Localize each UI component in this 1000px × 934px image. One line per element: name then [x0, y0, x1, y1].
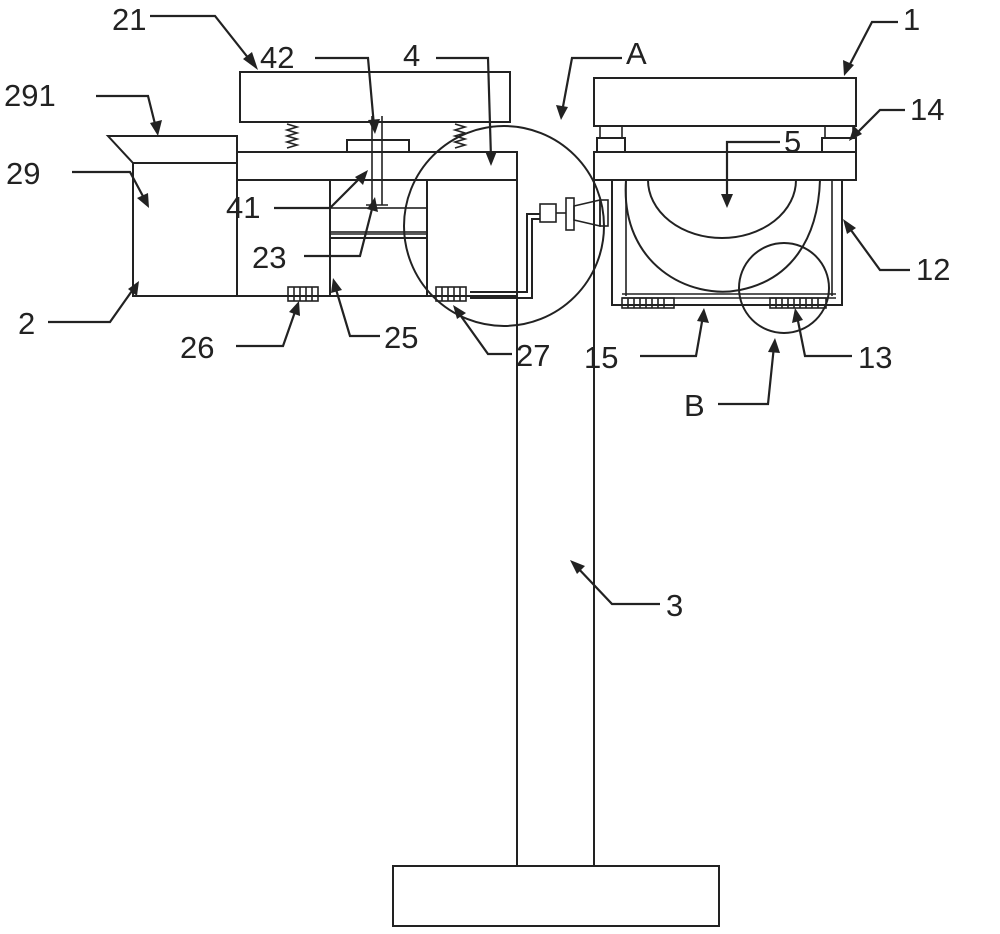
connector-plate — [346, 139, 410, 153]
right-crossbar — [593, 151, 857, 181]
left-crossbar — [236, 151, 518, 181]
leader-41 — [274, 170, 368, 210]
funnel-hopper — [105, 135, 238, 164]
label-26: 26 — [180, 330, 214, 365]
label-29: 29 — [6, 156, 40, 191]
label-27: 27 — [516, 338, 550, 373]
pole-base — [392, 865, 720, 927]
detail-circle-a — [403, 125, 605, 327]
label-14: 14 — [910, 92, 944, 127]
label-1: 1 — [903, 2, 920, 37]
leader-a — [556, 56, 622, 120]
label-23: 23 — [252, 240, 286, 275]
inner-curve-small — [647, 179, 797, 239]
right-slider-right — [821, 137, 857, 153]
label-25: 25 — [384, 320, 418, 355]
label-291: 291 — [4, 78, 56, 113]
leader-12 — [843, 219, 910, 272]
leader-1 — [843, 20, 898, 76]
label-15: 15 — [584, 340, 618, 375]
right-bracket-right — [824, 125, 854, 139]
label-12: 12 — [916, 252, 950, 287]
leader-27 — [453, 305, 512, 356]
leader-5 — [721, 140, 780, 208]
label-21: 21 — [112, 2, 146, 37]
leader-4 — [436, 56, 497, 166]
leader-2 — [48, 281, 139, 324]
support-pole — [516, 152, 595, 866]
right-bottom-springs-right — [769, 297, 827, 309]
label-2: 2 — [18, 306, 35, 341]
leader-21 — [150, 14, 258, 70]
leader-3 — [570, 560, 660, 606]
leader-b — [718, 338, 780, 406]
bottom-springs-26 — [287, 286, 319, 302]
label-b: B — [684, 388, 705, 423]
leader-42 — [315, 56, 380, 134]
inner-chamber-left — [329, 179, 428, 239]
left-container — [132, 162, 238, 297]
leader-291 — [96, 94, 162, 136]
left-top-plate — [239, 71, 511, 123]
leader-25 — [331, 278, 380, 338]
left-top-springs — [284, 123, 468, 149]
label-5: 5 — [784, 124, 801, 159]
right-slider-left — [596, 137, 626, 153]
right-bottom-springs-left — [621, 297, 675, 309]
right-top-plate — [593, 77, 857, 127]
leader-23 — [304, 197, 378, 258]
connector-bolt — [366, 116, 388, 206]
label-a: A — [626, 36, 647, 71]
bottom-springs-27 — [435, 286, 467, 302]
leader-14 — [849, 108, 905, 141]
label-4: 4 — [403, 38, 420, 73]
leader-13 — [792, 308, 852, 358]
hatched-piston — [329, 207, 428, 233]
leader-15 — [640, 308, 709, 358]
label-41: 41 — [226, 190, 260, 225]
label-3: 3 — [666, 588, 683, 623]
label-13: 13 — [858, 340, 892, 375]
detail-circle-b — [738, 242, 830, 334]
leader-26 — [236, 301, 300, 348]
right-bracket-left — [599, 125, 623, 139]
label-42: 42 — [260, 40, 294, 75]
leader-29 — [72, 170, 149, 208]
